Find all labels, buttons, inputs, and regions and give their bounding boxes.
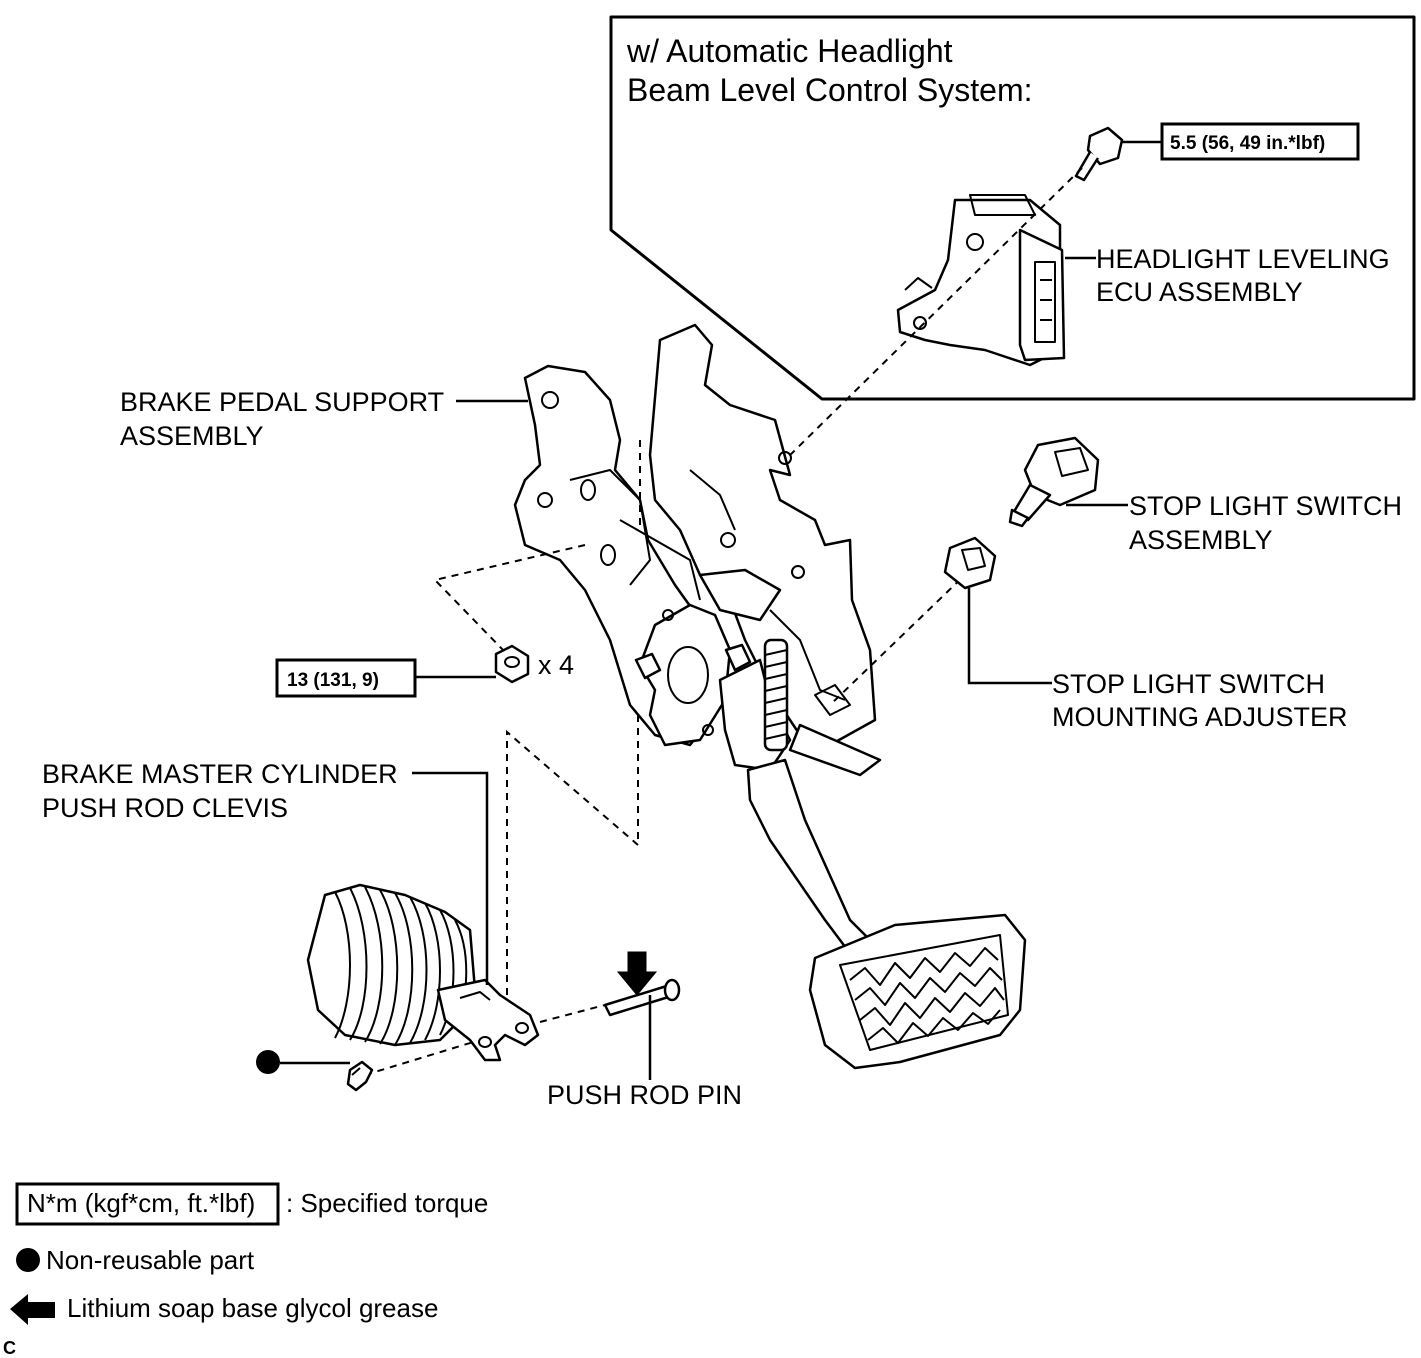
filled-circle-icon: [16, 1248, 40, 1272]
pedal-pad-tread: [849, 947, 1005, 1044]
ecu-torque-value: 5.5 (56, 49 in.*lbf): [1170, 133, 1325, 154]
ecu-label-line1: HEADLIGHT LEVELING: [1096, 244, 1390, 274]
legend-torque-box: [15, 1182, 280, 1226]
nut-torque-callout: 13 (131, 9): [275, 658, 496, 698]
non-reusable-marker-icon: [256, 1050, 280, 1074]
stop-switch-label: STOP LIGHT SWITCH ASSEMBLY: [1066, 491, 1402, 555]
nut-quantity: x 4: [538, 650, 574, 680]
adjuster-label-line2: MOUNTING ADJUSTER: [1052, 702, 1348, 732]
inset-title-line1: w/ Automatic Headlight: [626, 33, 953, 69]
return-spring-coils: [764, 649, 788, 740]
support-label-line1: BRAKE PEDAL SUPPORT: [120, 387, 444, 417]
left-arrow-icon: [10, 1294, 55, 1325]
corner-mark: C: [3, 1338, 16, 1358]
stop-switch-label-line1: STOP LIGHT SWITCH: [1129, 491, 1402, 521]
push-rod-clevis: [436, 978, 540, 1062]
alignment-lines: [364, 440, 971, 1076]
push-rod-pin-label-text: PUSH ROD PIN: [547, 1080, 742, 1110]
headlight-leveling-ecu: [896, 194, 1066, 367]
inset-title-line2: Beam Level Control System:: [627, 72, 1033, 108]
stop-switch-adjuster: [943, 536, 997, 590]
clevis-label-line2: PUSH ROD CLEVIS: [42, 793, 288, 823]
clevis-label: BRAKE MASTER CYLINDER PUSH ROD CLEVIS: [42, 759, 489, 985]
adjuster-label-line1: STOP LIGHT SWITCH: [1052, 669, 1325, 699]
ecu-label-line2: ECU ASSEMBLY: [1096, 277, 1303, 307]
inset-panel: w/ Automatic Headlight Beam Level Contro…: [609, 15, 1416, 401]
legend-non-reusable: Non-reusable part: [46, 1245, 255, 1275]
nut: [494, 644, 530, 684]
inset-frame: [609, 15, 1416, 401]
stop-switch-label-line2: ASSEMBLY: [1129, 525, 1273, 555]
push-rod-clip: [346, 1060, 374, 1092]
legend-torque-desc: : Specified torque: [286, 1188, 488, 1218]
adjuster-label: STOP LIGHT SWITCH MOUNTING ADJUSTER: [967, 588, 1348, 732]
support-label-line2: ASSEMBLY: [120, 421, 264, 451]
clevis-label-line1: BRAKE MASTER CYLINDER: [42, 759, 398, 789]
grease-arrow: [616, 951, 658, 996]
ecu-bolt: [1074, 126, 1124, 182]
ecu-label: HEADLIGHT LEVELING ECU ASSEMBLY: [1065, 244, 1390, 307]
ecu-torque-callout: 5.5 (56, 49 in.*lbf): [1121, 122, 1360, 161]
nut-torque-value: 13 (131, 9): [287, 670, 379, 691]
down-arrow-icon: [616, 951, 658, 996]
legend-grease: Lithium soap base glycol grease: [67, 1293, 438, 1323]
brake-pedal-support-assembly: [513, 323, 882, 777]
brake-pedal: [746, 758, 1027, 1070]
legend: N*m (kgf*cm, ft.*lbf) : Specified torque…: [3, 1182, 488, 1358]
push-rod-pin-label: PUSH ROD PIN: [547, 995, 742, 1110]
stop-light-switch: [1008, 436, 1100, 528]
legend-torque-units: N*m (kgf*cm, ft.*lbf): [27, 1188, 255, 1218]
push-rod-pin: [603, 978, 681, 1017]
support-label: BRAKE PEDAL SUPPORT ASSEMBLY: [120, 387, 528, 451]
ecu-alignment-line: [784, 167, 1083, 461]
